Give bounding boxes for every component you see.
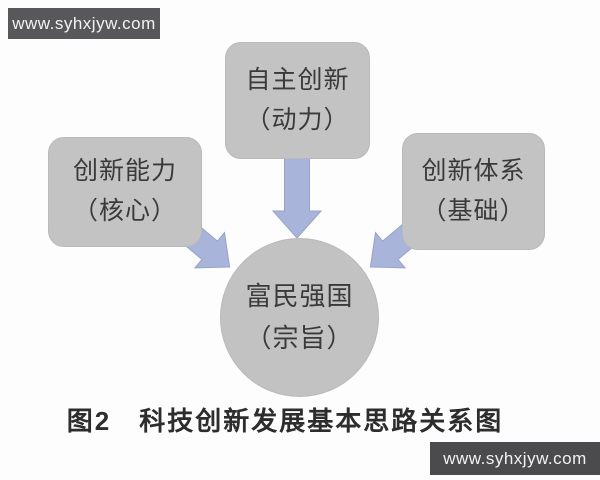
node-center-line2: （宗旨） bbox=[245, 323, 354, 353]
node-enrich-people-strengthen-nation: 富民强国 （宗旨） bbox=[220, 238, 379, 397]
watermark-bottom-right: www.syhxjyw.com bbox=[430, 442, 600, 475]
node-center-line1: 富民强国 bbox=[245, 281, 354, 311]
node-top-line1: 自主创新 bbox=[245, 66, 350, 94]
node-independent-innovation: 自主创新 （动力） bbox=[225, 42, 370, 159]
arrow-top-to-center-icon bbox=[271, 157, 323, 239]
watermark-top-left-text: www.syhxjyw.com bbox=[12, 13, 156, 33]
figure-caption: 图2 科技创新发展基本思路关系图 bbox=[66, 406, 504, 436]
watermark-top-left: www.syhxjyw.com bbox=[8, 8, 160, 39]
node-right-line1: 创新体系 bbox=[421, 157, 526, 185]
node-right-line2: （基础） bbox=[421, 197, 526, 225]
watermark-bottom-right-text: www.syhxjyw.com bbox=[443, 448, 587, 468]
node-innovation-capability: 创新能力 （核心） bbox=[48, 137, 202, 247]
node-top-line2: （动力） bbox=[245, 106, 350, 134]
node-left-line1: 创新能力 bbox=[72, 158, 177, 185]
node-left-line2: （核心） bbox=[72, 198, 177, 225]
node-innovation-system: 创新体系 （基础） bbox=[402, 133, 545, 250]
